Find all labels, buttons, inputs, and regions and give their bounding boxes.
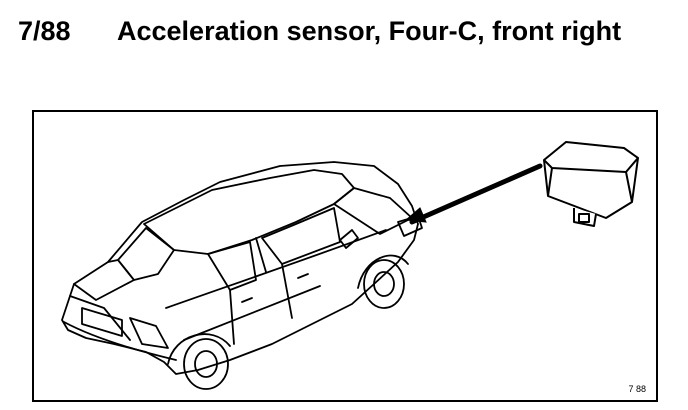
- car-rear-door-handle: [241, 297, 253, 303]
- car-trunk-lid: [73, 259, 135, 301]
- figure-id-label: 7 88: [628, 384, 646, 394]
- car-front-wheel-hub: [373, 271, 395, 297]
- car-front-wheel-arch: [357, 254, 409, 289]
- car-sensor-illustration: [61, 141, 639, 390]
- sensor-leader-line: [409, 163, 543, 225]
- car-body-outline: [61, 161, 419, 375]
- car-tail-light: [129, 317, 169, 349]
- car-windshield: [333, 187, 413, 235]
- car-rear-window: [117, 227, 175, 281]
- reference-number: 7/88: [18, 16, 71, 46]
- car-license-plate: [81, 307, 123, 337]
- car-rear-door-line: [229, 289, 235, 345]
- car-door-bottom-line: [183, 285, 321, 341]
- car-rear-side-window: [207, 241, 257, 291]
- illustration-frame: 7 88: [32, 110, 658, 402]
- car-window-pillar: [255, 237, 267, 273]
- car-rear-panel: [69, 295, 131, 341]
- car-front-side-window: [261, 207, 341, 265]
- car-front-door-handle: [297, 273, 309, 279]
- document-title: Acceleration sensor, Four-C, front right: [117, 16, 622, 46]
- car-rear-wheel-hub: [194, 350, 218, 378]
- car-side-mirror: [339, 229, 359, 249]
- car-rear-wheel: [183, 338, 229, 390]
- acceleration-sensor-icon: [543, 141, 639, 227]
- car-rear-wheel-arch: [167, 333, 231, 365]
- car-rear-bumper: [63, 321, 177, 361]
- document-heading: 7/88 Acceleration sensor, Four-C, front …: [0, 0, 688, 100]
- car-front-door-line: [281, 263, 293, 319]
- car-front-wheel: [363, 259, 405, 309]
